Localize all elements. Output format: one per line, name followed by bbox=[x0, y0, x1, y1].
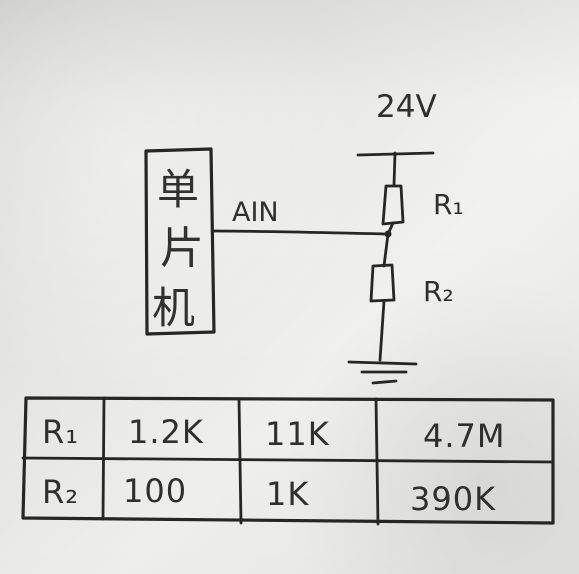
table-row-1-label: R₁ bbox=[42, 413, 79, 451]
supply-voltage-label: 24V bbox=[376, 89, 437, 125]
table-row-2-label: R₂ bbox=[42, 473, 79, 511]
table-col-divider-3 bbox=[374, 397, 380, 526]
r1-to-r2-wire bbox=[382, 221, 395, 268]
mcu-char-2: 片 bbox=[160, 223, 204, 274]
ground-line-1 bbox=[347, 360, 418, 366]
ain-label: AIN bbox=[232, 197, 279, 228]
ground-line-3 bbox=[371, 379, 398, 385]
r1-top-wire bbox=[392, 151, 397, 187]
table-row-1-value-3: 4.7M bbox=[423, 417, 506, 455]
table-col-divider-2 bbox=[237, 397, 243, 525]
r2-resistor bbox=[369, 263, 396, 303]
mcu-char-1: 单 bbox=[157, 165, 199, 214]
table-row-1-value-1: 1.2K bbox=[128, 413, 204, 451]
mcu-char-3: 机 bbox=[152, 284, 195, 334]
table-row-1-value-2: 11K bbox=[265, 415, 330, 453]
r1-resistor bbox=[381, 184, 405, 226]
mcu-box bbox=[144, 147, 216, 336]
table-row-divider bbox=[21, 456, 555, 464]
table-col-divider-1 bbox=[101, 396, 106, 521]
r2-bottom-wire bbox=[378, 299, 386, 362]
table-row-2-value-3: 390K bbox=[410, 480, 496, 518]
ain-wire bbox=[211, 229, 389, 236]
table-row-2-value-2: 1K bbox=[266, 475, 309, 513]
r1-label: R₁ bbox=[433, 188, 464, 221]
r2-label: R₂ bbox=[423, 275, 454, 308]
table-row-2-value-1: 100 bbox=[123, 472, 187, 510]
